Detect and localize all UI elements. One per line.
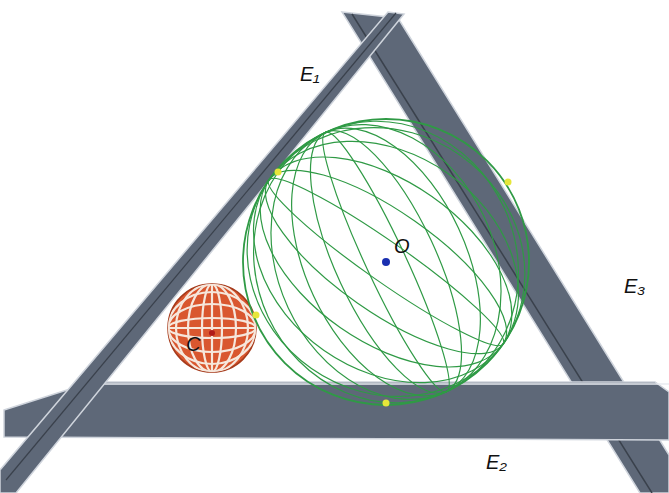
tangent-point bbox=[505, 179, 512, 186]
center-point bbox=[382, 258, 390, 266]
tangent-point bbox=[383, 400, 390, 407]
tangent-point bbox=[253, 312, 260, 319]
large-sphere bbox=[194, 73, 577, 450]
plane-slab bbox=[4, 382, 669, 440]
plane-or-point-label: E₁ bbox=[300, 64, 320, 84]
plane-or-point-label: E₃ bbox=[624, 276, 645, 296]
plane-edge bbox=[6, 13, 396, 480]
tangent-point bbox=[275, 169, 282, 176]
plane-or-point-label: C bbox=[186, 334, 200, 354]
center-point bbox=[209, 330, 215, 336]
plane-slab bbox=[0, 12, 404, 493]
plane-edge bbox=[92, 383, 669, 385]
small-sphere bbox=[168, 284, 256, 372]
plane-or-point-label: E₂ bbox=[486, 452, 507, 472]
sphere-grid bbox=[168, 284, 256, 372]
plane-or-point-label: O bbox=[394, 236, 410, 256]
